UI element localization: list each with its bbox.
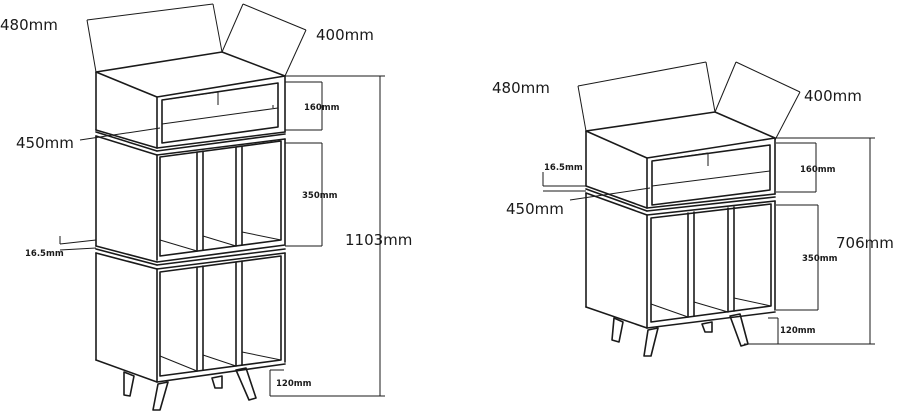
left-bottom-module xyxy=(95,248,286,383)
right-board-label: 16.5mm xyxy=(544,163,583,173)
right-inner-width-label: 450mm xyxy=(506,200,564,218)
left-total-height-label: 1103mm xyxy=(345,231,412,249)
right-width-label: 480mm xyxy=(492,79,550,97)
left-cube-compartment-label: 350mm xyxy=(302,191,338,201)
left-unit: 480mm 400mm 450mm 160mm 350mm 1103mm 16.… xyxy=(0,3,412,411)
right-total-height-label: 706mm xyxy=(836,234,894,252)
left-depth-label: 400mm xyxy=(316,26,374,44)
right-depth-dimension xyxy=(714,61,801,141)
left-legs xyxy=(123,367,257,411)
right-height-dimensions xyxy=(542,137,875,345)
right-cube-compartment-label: 350mm xyxy=(802,254,838,264)
right-depth-label: 400mm xyxy=(804,87,862,105)
right-leg-height-label: 120mm xyxy=(780,326,816,336)
right-unit: 480mm 400mm 16.5mm 160mm 450mm 706mm 350… xyxy=(492,61,894,357)
left-inner-width-label: 450mm xyxy=(16,134,74,152)
left-width-label: 480mm xyxy=(0,16,58,34)
right-bottom-module xyxy=(585,188,776,329)
right-width-dimension xyxy=(577,61,716,132)
right-legs xyxy=(611,313,749,357)
left-width-dimension xyxy=(86,3,223,73)
left-height-dimensions xyxy=(59,75,385,397)
left-middle-module xyxy=(95,131,286,263)
right-top-compartment-label: 160mm xyxy=(800,165,836,175)
left-depth-dimension xyxy=(221,3,307,77)
left-top-compartment-label: 160mm xyxy=(304,103,340,113)
right-top-module xyxy=(585,111,776,209)
left-leg-height-label: 120mm xyxy=(276,379,312,389)
left-board-label: 16.5mm xyxy=(25,249,64,259)
